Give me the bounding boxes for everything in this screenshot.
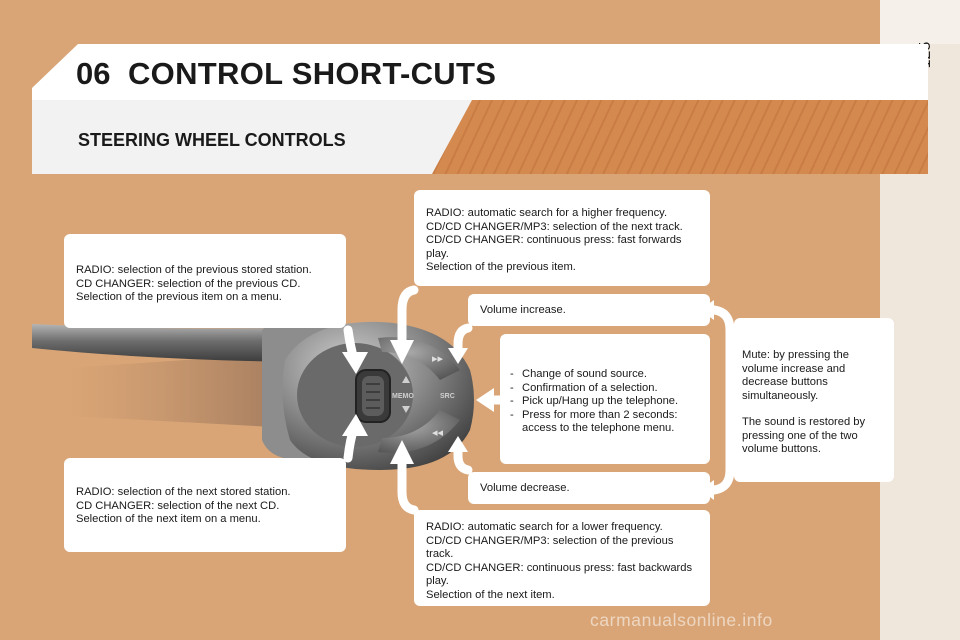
arrow-lower-frequency [397, 451, 419, 515]
arrow-volume-down [453, 441, 473, 475]
page-title: CONTROL SHORT-CUTS [128, 56, 497, 91]
callout-line: RADIO: selection of the previous stored … [76, 264, 312, 276]
callout-source: Change of sound source. Confirmation of … [500, 334, 710, 464]
callout-line: Selection of the previous item. [426, 261, 576, 273]
callout-higher-frequency: RADIO: automatic search for a higher fre… [414, 190, 710, 286]
callout-line: CD/CD CHANGER/MP3: selection of the prev… [426, 534, 674, 561]
callout-line: RADIO: automatic search for a higher fre… [426, 207, 668, 219]
callout-line: RADIO: selection of the next stored stat… [76, 486, 291, 498]
callout-line: Selection of the next item on a menu. [76, 513, 261, 525]
section-title: STEERING WHEEL CONTROLS [78, 130, 346, 150]
watermark: carmanualsonline.info [590, 610, 773, 630]
callout-line: RADIO: automatic search for a lower freq… [426, 521, 663, 533]
memo-down-icon [402, 406, 410, 413]
arrow-volume-up [453, 323, 473, 357]
callout-line: CD CHANGER: selection of the next CD. [76, 499, 280, 512]
callout-line: CD/CD CHANGER: continuous press: fast ba… [426, 561, 693, 588]
callout-volume-increase: Volume increase. [468, 294, 710, 326]
volume-down-pad [378, 410, 460, 453]
list-item: Pick up/Hang up the telephone. [510, 395, 700, 409]
arrow-mute-bracket [709, 305, 735, 495]
callout-line: The sound is restored by pressing one of… [742, 416, 866, 455]
callout-volume-decrease: Volume decrease. [468, 472, 710, 504]
callout-lower-frequency: RADIO: automatic search for a lower freq… [414, 510, 710, 606]
list-item: Change of sound source. [510, 368, 700, 382]
title-band [32, 44, 928, 100]
list-item: Confirmation of a selection. [510, 382, 700, 396]
callout-line: Mute: by pressing the volume increase an… [742, 349, 849, 402]
stalk-arm [32, 324, 300, 362]
callout-line: CD/CD CHANGER/MP3: selection of the next… [426, 220, 683, 233]
right-margin-tab [880, 0, 960, 44]
src-label: SRC [440, 393, 455, 400]
rewind-icon: ◂◂ [432, 426, 444, 439]
callout-line: CD CHANGER: selection of the previous CD… [76, 277, 301, 290]
callout-previous-station: RADIO: selection of the previous stored … [64, 234, 346, 328]
callout-mute: Mute: by pressing the volume increase an… [734, 318, 894, 482]
callout-next-station: RADIO: selection of the next stored stat… [64, 458, 346, 552]
memo-label: MEMO [392, 393, 414, 400]
callout-line: Selection of the previous item on a menu… [76, 291, 282, 303]
callout-line: Selection of the next item. [426, 588, 555, 601]
list-item: Press for more than 2 seconds: access to… [510, 409, 700, 436]
memo-up-icon [402, 376, 410, 383]
section-band [32, 100, 472, 174]
forward-icon: ▸▸ [432, 352, 444, 365]
arrow-higher-frequency [397, 285, 419, 353]
chapter-number: 06 [76, 56, 111, 91]
callout-line: CD/CD CHANGER: continuous press: fast fo… [426, 234, 682, 260]
